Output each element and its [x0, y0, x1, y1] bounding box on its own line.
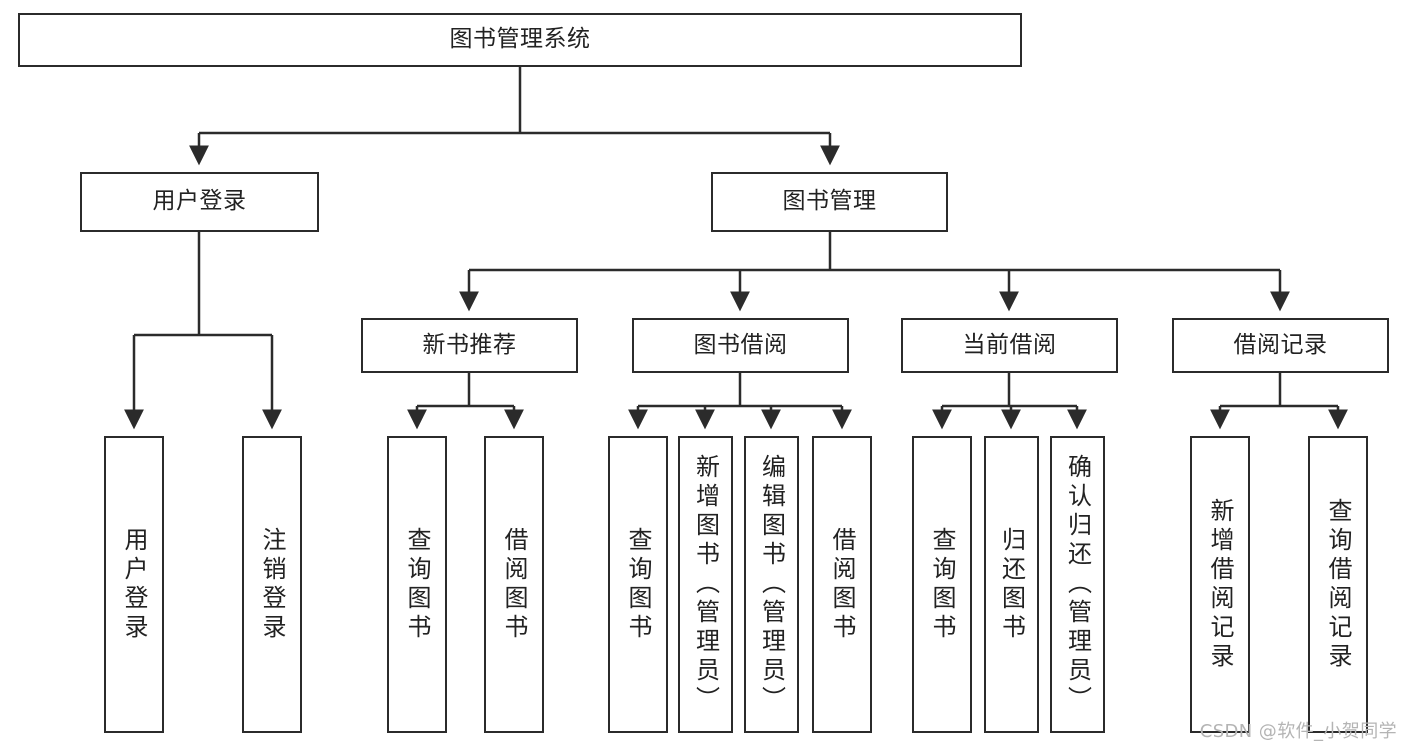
node-leaf-query-borrow-record-label: 查询借阅记录 [1324, 497, 1352, 672]
node-current-borrow-label: 当前借阅 [962, 331, 1057, 358]
node-leaf-add-borrow-record-label: 新增借阅记录 [1206, 497, 1234, 672]
node-book-borrow-label: 图书借阅 [693, 331, 788, 358]
node-leaf-query-book-1[interactable]: 查询图书 [387, 436, 447, 733]
node-root-label: 图书管理系统 [449, 26, 591, 53]
node-leaf-borrow-book-2-label: 借阅图书 [828, 526, 856, 643]
node-leaf-query-book-3[interactable]: 查询图书 [912, 436, 972, 733]
node-book-management-label: 图书管理 [782, 188, 877, 215]
node-leaf-query-book-3-label: 查询图书 [928, 526, 956, 643]
node-leaf-user-login[interactable]: 用户登录 [104, 436, 164, 733]
node-leaf-edit-book-admin-label: 编辑图书（管理员） [757, 454, 786, 715]
node-leaf-user-login-label: 用户登录 [120, 526, 148, 643]
node-book-borrow[interactable]: 图书借阅 [632, 318, 849, 373]
node-book-management[interactable]: 图书管理 [711, 172, 948, 232]
node-leaf-return-book[interactable]: 归还图书 [984, 436, 1039, 733]
node-leaf-query-book-2-label: 查询图书 [624, 526, 652, 643]
node-user-login-label: 用户登录 [152, 188, 247, 215]
node-current-borrow[interactable]: 当前借阅 [901, 318, 1118, 373]
node-leaf-edit-book-admin[interactable]: 编辑图书（管理员） [744, 436, 799, 733]
node-leaf-logout-login[interactable]: 注销登录 [242, 436, 302, 733]
node-leaf-borrow-book-1[interactable]: 借阅图书 [484, 436, 544, 733]
node-leaf-query-borrow-record[interactable]: 查询借阅记录 [1308, 436, 1368, 733]
node-leaf-add-book-admin[interactable]: 新增图书（管理员） [678, 436, 733, 733]
node-leaf-query-book-1-label: 查询图书 [403, 526, 431, 643]
node-leaf-borrow-book-1-label: 借阅图书 [500, 526, 528, 643]
node-borrow-record[interactable]: 借阅记录 [1172, 318, 1389, 373]
node-leaf-confirm-return-admin[interactable]: 确认归还（管理员） [1050, 436, 1105, 733]
node-leaf-add-book-admin-label: 新增图书（管理员） [691, 454, 720, 715]
node-new-book-recommend[interactable]: 新书推荐 [361, 318, 578, 373]
node-leaf-query-book-2[interactable]: 查询图书 [608, 436, 668, 733]
node-new-book-recommend-label: 新书推荐 [422, 331, 517, 358]
node-leaf-add-borrow-record[interactable]: 新增借阅记录 [1190, 436, 1250, 733]
node-user-login[interactable]: 用户登录 [80, 172, 319, 232]
node-leaf-borrow-book-2[interactable]: 借阅图书 [812, 436, 872, 733]
node-leaf-confirm-return-admin-label: 确认归还（管理员） [1063, 454, 1092, 715]
node-leaf-return-book-label: 归还图书 [997, 526, 1026, 643]
csdn-watermark: CSDN @软件_小贺同学 [1199, 721, 1397, 742]
node-root[interactable]: 图书管理系统 [18, 13, 1022, 67]
node-leaf-logout-login-label: 注销登录 [258, 526, 286, 643]
node-borrow-record-label: 借阅记录 [1233, 331, 1328, 358]
